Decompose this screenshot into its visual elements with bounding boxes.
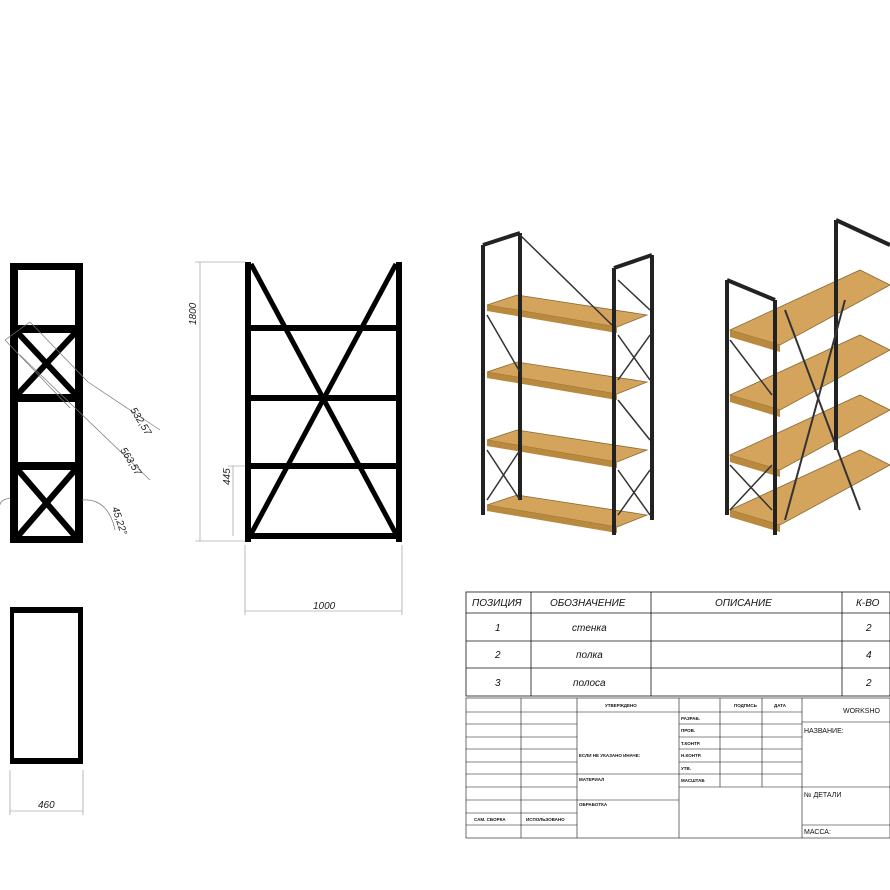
company-name: WORKSHO bbox=[843, 708, 881, 715]
header-quantity: К-ВО bbox=[856, 598, 880, 609]
dim-width: 1000 bbox=[313, 601, 336, 612]
dim-depth: 460 bbox=[38, 800, 55, 811]
dim-diag-outer: 563,57 bbox=[117, 446, 143, 478]
row3-position: 3 bbox=[495, 678, 501, 689]
detail-label: № ДЕТАЛИ bbox=[804, 792, 841, 799]
row1-qty: 2 bbox=[865, 623, 872, 634]
checked-label: ПРОВ. bbox=[681, 728, 695, 733]
approved-label: УТВЕРЖДЕНО bbox=[605, 703, 637, 708]
assembly-label: САМ. СБОРКА bbox=[474, 817, 506, 822]
title-block bbox=[465, 697, 890, 839]
dim-shelf-gap: 445 bbox=[222, 468, 233, 485]
top-view: 460 bbox=[9, 607, 84, 815]
developed-label: РАЗРАБ. bbox=[681, 716, 700, 721]
dim-diag-inner: 532,57 bbox=[127, 406, 153, 438]
row2-name: полка bbox=[576, 650, 603, 661]
signature-label: ПОДПИСЬ bbox=[734, 703, 758, 708]
isometric-view-front bbox=[481, 231, 654, 535]
header-description: ОПИСАНИЕ bbox=[715, 598, 772, 609]
tech-control-label: Т.КОНТР. bbox=[681, 741, 700, 746]
row3-qty: 2 bbox=[865, 678, 872, 689]
row2-position: 2 bbox=[494, 650, 501, 661]
row1-position: 1 bbox=[495, 623, 501, 634]
approved-short-label: УТВ. bbox=[681, 766, 691, 771]
side-view: 532,57 563,57 45,22° bbox=[0, 263, 161, 543]
front-view: 1800 445 1000 bbox=[188, 261, 403, 615]
material-label: МАТЕРИАЛ bbox=[579, 777, 604, 782]
title-block-labels: WORKSHO НАЗВАНИЕ: № ДЕТАЛИ МАССА: УТВЕРЖ… bbox=[474, 703, 881, 836]
header-position: ПОЗИЦИЯ bbox=[472, 598, 522, 609]
unless-label: ЕСЛИ НЕ УКАЗАНО ИНАЧЕ: bbox=[579, 753, 641, 758]
row3-name: полоса bbox=[573, 678, 606, 689]
date-label: ДАТА bbox=[774, 703, 787, 708]
finish-label: ОБРАБОТКА bbox=[579, 802, 608, 807]
parts-table: ПОЗИЦИЯ ОБОЗНАЧЕНИЕ ОПИСАНИЕ К-ВО 1 стен… bbox=[465, 591, 890, 697]
dim-height: 1800 bbox=[188, 302, 199, 325]
mass-label: МАССА: bbox=[804, 829, 831, 836]
norm-control-label: Н.КОНТР. bbox=[681, 753, 701, 758]
isometric-view-back bbox=[725, 218, 890, 535]
used-label: ИСПОЛЬЗОВАНО bbox=[526, 817, 565, 822]
name-label: НАЗВАНИЕ: bbox=[804, 728, 844, 735]
scale-label: МАСШТАБ bbox=[681, 778, 705, 783]
header-designation: ОБОЗНАЧЕНИЕ bbox=[550, 598, 626, 609]
row2-qty: 4 bbox=[866, 650, 872, 661]
row1-name: стенка bbox=[572, 623, 607, 634]
